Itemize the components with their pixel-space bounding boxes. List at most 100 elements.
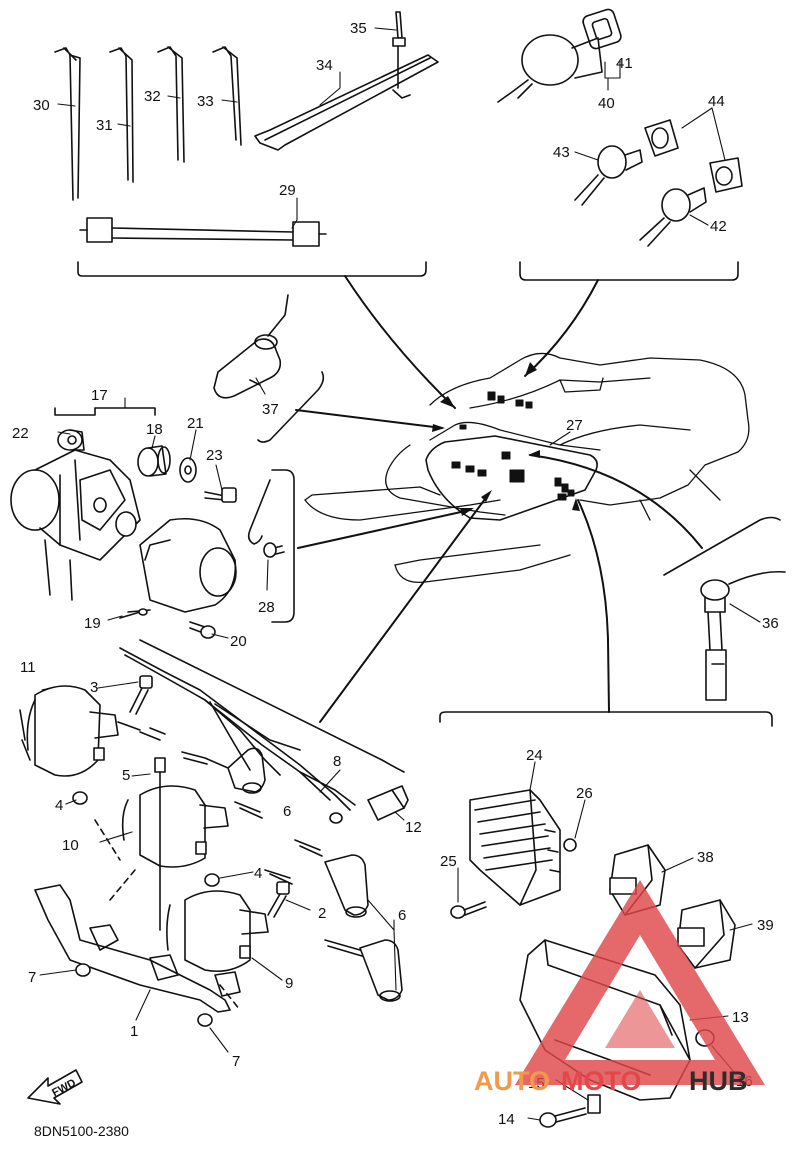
callout-30: 30 xyxy=(33,97,50,114)
screw-19 xyxy=(119,608,148,619)
callout-29: 29 xyxy=(279,182,296,199)
ignition-coil-9 xyxy=(166,890,269,973)
relay-39 xyxy=(677,899,736,969)
frame-plate xyxy=(425,435,598,521)
grommet-42 xyxy=(639,187,707,247)
main-switch-40 xyxy=(497,8,622,103)
callout-3: 3 xyxy=(90,679,98,696)
fwd-label: FWD xyxy=(50,1077,78,1099)
watermark-text: AUTO MOTO HUB xyxy=(474,1066,748,1096)
callout-40: 40 xyxy=(598,95,615,112)
callout-28: 28 xyxy=(258,599,275,616)
collar-5 xyxy=(154,757,166,931)
coil-housing xyxy=(127,517,237,613)
condenser-37 xyxy=(213,294,289,399)
cable-strap-32 xyxy=(157,46,185,163)
bolt-3 xyxy=(129,675,153,715)
watermark-auto: AUTO xyxy=(474,1066,550,1096)
connector-12 xyxy=(367,785,409,821)
bolt-14 xyxy=(539,1107,587,1128)
callout-13: 13 xyxy=(732,1009,749,1026)
plug-cap-6c xyxy=(359,939,403,1002)
callout-22: 22 xyxy=(12,425,29,442)
damper-18 xyxy=(137,445,171,477)
callout-39: 39 xyxy=(757,917,774,934)
callout-34: 34 xyxy=(316,57,333,74)
sensor-36 xyxy=(700,570,786,701)
frame-parts xyxy=(451,391,575,501)
bolt-35 xyxy=(392,11,406,89)
callout-23: 23 xyxy=(206,447,223,464)
callout-17: 17 xyxy=(91,387,108,404)
grommet-44b xyxy=(709,157,743,193)
ignition-coil-10 xyxy=(121,785,229,868)
callout-6b: 6 xyxy=(398,907,406,924)
bracket-34 xyxy=(254,54,439,151)
group-bracket-24 xyxy=(439,711,773,727)
callout-36: 36 xyxy=(762,615,779,632)
callout-35: 35 xyxy=(350,20,367,37)
callout-2: 2 xyxy=(318,905,326,922)
callout-14: 14 xyxy=(498,1111,515,1128)
group-bracket-36 xyxy=(663,516,781,576)
watermark-logo xyxy=(515,880,765,1085)
frame-outline xyxy=(304,352,750,584)
callout-42: 42 xyxy=(710,218,727,235)
callout-10: 10 xyxy=(62,837,79,854)
callout-24: 24 xyxy=(526,747,543,764)
callout-6a: 6 xyxy=(283,803,291,820)
callout-9: 9 xyxy=(285,975,293,992)
callout-7a: 7 xyxy=(28,969,36,986)
callout-12: 12 xyxy=(405,819,422,836)
ignition-coil-11 xyxy=(19,685,141,777)
group-bracket-28 xyxy=(271,469,295,623)
watermark-moto: MOTO xyxy=(561,1066,642,1096)
callout-4b: 4 xyxy=(254,865,262,882)
callout-33: 33 xyxy=(197,93,214,110)
callout-18: 18 xyxy=(146,421,163,438)
callout-1: 1 xyxy=(130,1023,138,1040)
group-bracket-37 xyxy=(257,371,325,443)
nut-4b xyxy=(204,873,220,887)
callout-27: 27 xyxy=(566,417,583,434)
pickup-coil-22 xyxy=(57,429,85,451)
plug-leads xyxy=(139,727,363,957)
callout-4a: 4 xyxy=(55,797,63,814)
callout-21: 21 xyxy=(187,415,204,432)
plug-cap-6b xyxy=(324,854,369,918)
callout-25: 25 xyxy=(440,853,457,870)
fwd-arrow-icon: FWD xyxy=(27,1069,83,1105)
relay-38 xyxy=(609,844,666,916)
leader-arrowheads xyxy=(432,362,580,516)
plug-cap-6a xyxy=(227,747,266,794)
lead-28 xyxy=(247,479,285,558)
nut-26 xyxy=(563,838,577,852)
callout-44: 44 xyxy=(708,93,725,110)
cable-strap-33 xyxy=(212,46,242,146)
callout-41: 41 xyxy=(616,55,633,72)
callout-31: 31 xyxy=(96,117,113,134)
callout-lines xyxy=(39,27,761,1121)
collar-15 xyxy=(587,1094,601,1114)
watermark-hub: HUB xyxy=(689,1066,748,1096)
warning-triangle-icon xyxy=(515,880,765,1085)
leader-lines xyxy=(295,275,703,723)
callout-7b: 7 xyxy=(232,1053,240,1070)
group-bracket-8 xyxy=(139,639,405,773)
nut-4a xyxy=(72,791,88,805)
document-code: 8DN5100-2380 xyxy=(34,1123,129,1139)
callout-11: 11 xyxy=(20,659,36,676)
pickup-coil-assy-17 xyxy=(10,407,156,601)
callout-26: 26 xyxy=(576,785,593,802)
nut-7b xyxy=(197,1013,213,1027)
grommet-44a xyxy=(644,119,679,157)
cable-band-29 xyxy=(79,217,327,247)
callout-8: 8 xyxy=(333,753,341,770)
bolt-25 xyxy=(450,901,487,919)
cable-strap-30 xyxy=(54,47,81,201)
grommet-43 xyxy=(574,145,643,206)
callout-43: 43 xyxy=(553,144,570,161)
washer-21 xyxy=(179,457,197,483)
